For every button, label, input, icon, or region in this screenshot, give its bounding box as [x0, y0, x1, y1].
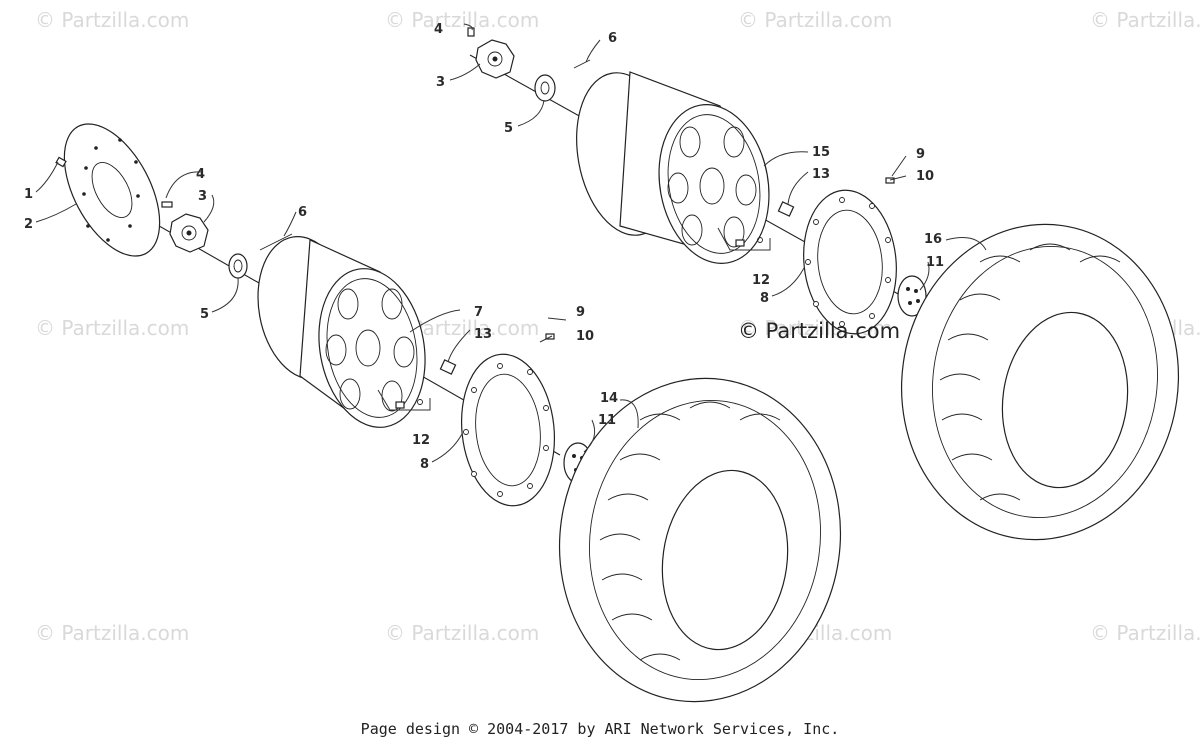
rear-beadlock-ring	[803, 189, 897, 335]
hub-stud	[161, 201, 173, 208]
front-bearing	[228, 253, 248, 279]
front-lug-nut	[439, 359, 457, 375]
callout-13: 13	[474, 327, 492, 342]
watermark: © Partzilla.com	[1090, 621, 1200, 645]
front-hub	[169, 213, 209, 253]
callout-8: 8	[420, 457, 429, 472]
rear-tire	[900, 223, 1180, 541]
callouts: 1 2 4 3 5 6 7 13 9 10 11 12 8 14 4 3 5 6…	[24, 22, 944, 472]
rear-hub-stud	[467, 27, 475, 37]
callout-9: 9	[576, 305, 585, 320]
callout-5: 5	[504, 121, 513, 136]
callout-12: 12	[412, 433, 430, 448]
callout-5: 5	[200, 307, 209, 322]
rear-wheel-rim	[576, 71, 770, 264]
leader-lines	[35, 23, 987, 463]
callout-1: 1	[24, 187, 33, 202]
callout-11: 11	[926, 255, 944, 270]
watermark: © Partzilla.com	[35, 8, 189, 32]
callout-10: 10	[576, 329, 594, 344]
rear-center-cap	[897, 275, 927, 317]
front-cotter-pin	[259, 233, 293, 251]
rear-ring-bolt	[885, 177, 895, 184]
callout-16: 16	[924, 232, 942, 247]
callout-13: 13	[812, 167, 830, 182]
callout-12: 12	[752, 273, 770, 288]
front-tire	[558, 377, 842, 703]
callout-14: 14	[600, 391, 618, 406]
callout-3: 3	[198, 189, 207, 204]
callout-3: 3	[436, 75, 445, 90]
page-footer: Page design © 2004-2017 by ARI Network S…	[360, 720, 840, 738]
watermark: © Partzilla.com	[385, 621, 539, 645]
brake-disc	[63, 123, 161, 257]
front-valve-stem	[395, 399, 423, 409]
watermark: © Partzilla.com	[35, 621, 189, 645]
rear-bearing	[534, 74, 556, 102]
watermark: © Partzilla.com	[738, 8, 892, 32]
rear-lug-nut	[777, 201, 795, 217]
watermark: © Partzilla.com	[1090, 8, 1200, 32]
disc-bolt	[55, 156, 67, 168]
callout-9: 9	[916, 147, 925, 162]
callout-6: 6	[298, 205, 307, 220]
callout-10: 10	[916, 169, 934, 184]
rear-cotter-pin	[573, 59, 591, 69]
rear-hub	[475, 39, 515, 79]
callout-7: 7	[474, 305, 483, 320]
callout-6: 6	[608, 31, 617, 46]
callout-8: 8	[760, 291, 769, 306]
watermark: © Partzilla.com	[35, 316, 189, 340]
callout-2: 2	[24, 217, 33, 232]
front-beadlock-ring	[460, 353, 556, 507]
callout-4: 4	[196, 167, 205, 182]
main-watermark: © Partzilla.com	[738, 319, 900, 343]
callout-15: 15	[812, 145, 830, 160]
front-wheel-rim	[257, 236, 426, 428]
rear-valve-stem	[735, 237, 763, 247]
callout-11: 11	[598, 413, 616, 428]
callout-4: 4	[434, 22, 443, 37]
watermark: © Partzilla.com	[385, 8, 539, 32]
